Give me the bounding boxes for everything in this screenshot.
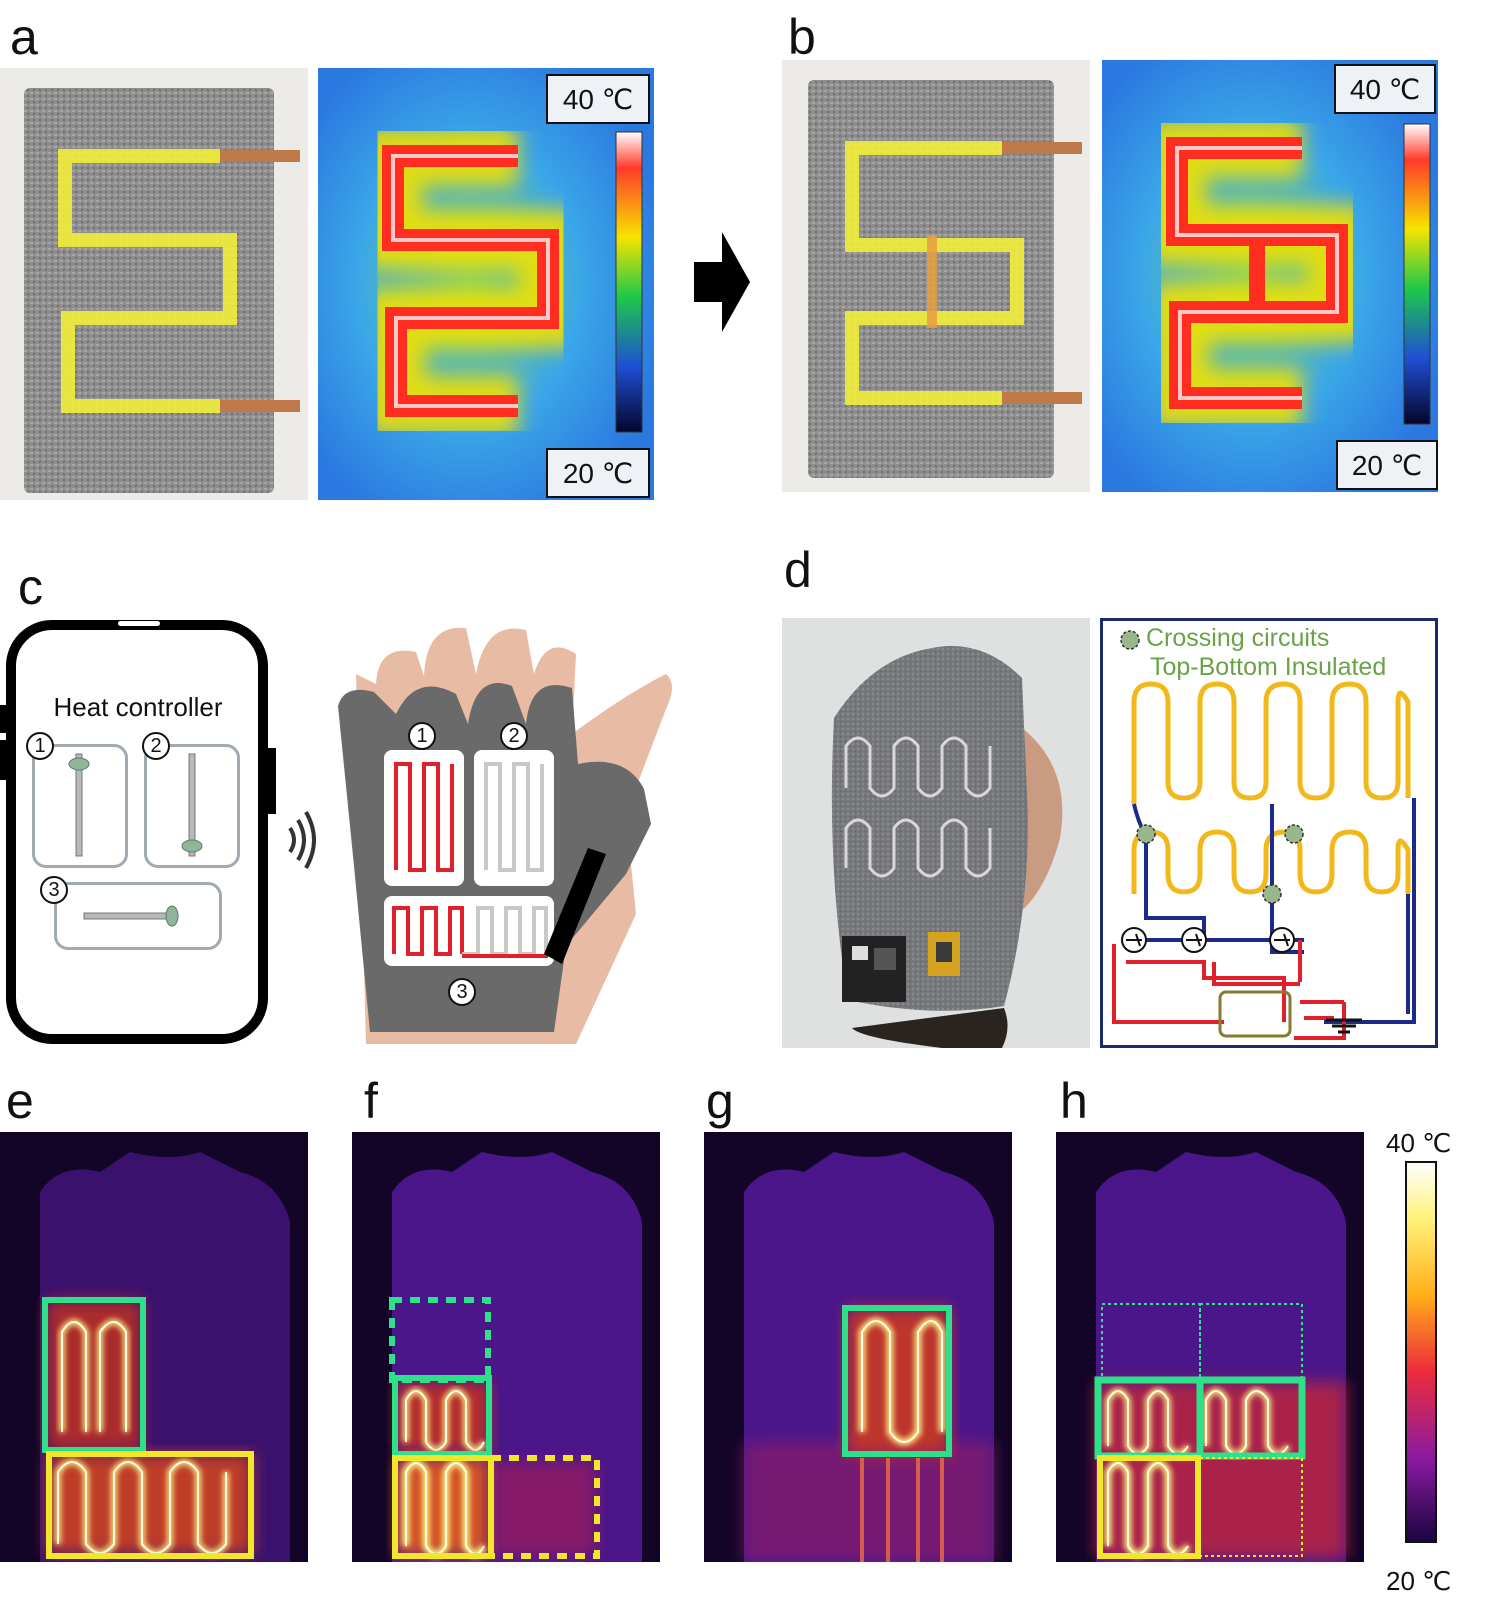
- active-zone-box: [46, 1451, 254, 1559]
- panel-h-thermal: [1056, 1132, 1364, 1562]
- slider-number-1: 1: [26, 732, 54, 760]
- circuit-legend-line2: Top-Bottom Insulated: [1150, 653, 1387, 681]
- phone-speaker: [118, 621, 160, 626]
- heater-zone-1: [394, 762, 454, 872]
- slider-number-2: 2: [142, 732, 170, 760]
- heater-zone-2: [484, 762, 544, 872]
- slider-card-1[interactable]: [32, 744, 128, 868]
- slider-knob-2[interactable]: [181, 839, 203, 853]
- scale-max-label-a: 40 ℃: [546, 74, 650, 124]
- panel-label-a: a: [10, 9, 38, 65]
- active-zone-box: [392, 1375, 492, 1457]
- ir-colorbar: [1405, 1161, 1437, 1543]
- panel-e-thermal: [0, 1132, 308, 1562]
- heater-trace-highlight: [845, 141, 1024, 405]
- circuit-traces: [1112, 630, 1416, 1040]
- crossing-marker-icon: [1136, 824, 1156, 844]
- slider-number-3: 3: [40, 876, 68, 904]
- phone-title: Heat controller: [53, 692, 223, 722]
- phone-side-button: [0, 740, 8, 780]
- ir-scale-min: 20 ℃: [1386, 1566, 1452, 1596]
- panel-d-glove-photo: [782, 618, 1090, 1048]
- slider-card-2[interactable]: [144, 744, 240, 868]
- panel-label-f: f: [364, 1073, 378, 1129]
- panel-label-d: d: [784, 542, 812, 598]
- legend-crossing-icon: [1120, 630, 1140, 650]
- slider-knob-3[interactable]: [165, 905, 179, 927]
- circuit-legend-line1: Crossing circuits: [1146, 624, 1330, 652]
- ground-icon: [1326, 1018, 1362, 1034]
- slider-knob-1[interactable]: [68, 757, 90, 771]
- panel-label-e: e: [6, 1073, 34, 1129]
- active-zone-box: [1097, 1455, 1201, 1559]
- inactive-zone-box: [488, 1455, 600, 1559]
- panel-a-photo: [0, 68, 308, 500]
- glove-fabric: [831, 646, 1028, 1011]
- printed-heater-trace: [844, 736, 992, 798]
- heater-zone-3: [392, 906, 464, 956]
- glove-zone-number-2: 2: [500, 722, 528, 750]
- panel-label-b: b: [788, 9, 816, 65]
- crossing-marker-icon: [1284, 824, 1304, 844]
- scale-min-label-b: 20 ℃: [1336, 440, 1438, 490]
- panel-b-photo: [782, 60, 1090, 492]
- slider-controls: [68, 753, 203, 927]
- scale-min-label-a: 20 ℃: [546, 448, 650, 498]
- active-zone-box: [42, 1297, 146, 1453]
- panel-label-g: g: [706, 1073, 734, 1129]
- slider-card-3[interactable]: [54, 882, 222, 950]
- panel-label-c: c: [18, 559, 43, 615]
- arrow-icon: [694, 232, 750, 332]
- glove-zone-number-1: 1: [408, 722, 436, 750]
- phone-side-button: [0, 705, 8, 733]
- controller-module: [544, 848, 606, 964]
- active-zone-box: [392, 1455, 494, 1559]
- wireless-signal-icon: [288, 811, 316, 869]
- panel-b-thermal: [1102, 60, 1438, 492]
- heater-trace-highlight: [58, 149, 237, 413]
- active-zone-box: [1196, 1376, 1306, 1460]
- ir-scale-max: 40 ℃: [1386, 1128, 1452, 1158]
- phone-side-button: [268, 748, 276, 814]
- panel-f-thermal: [352, 1132, 660, 1562]
- crossing-marker-icon: [1262, 884, 1282, 904]
- panel-a-thermal: [318, 68, 654, 500]
- panel-g-thermal: [704, 1132, 1012, 1562]
- active-zone-box: [842, 1305, 952, 1457]
- panel-label-h: h: [1060, 1073, 1088, 1129]
- glove-illustration: [338, 627, 672, 1044]
- inactive-zone-box: [1199, 1457, 1303, 1557]
- glove-zone-number-3: 3: [448, 978, 476, 1006]
- scale-max-label-b: 40 ℃: [1334, 64, 1436, 114]
